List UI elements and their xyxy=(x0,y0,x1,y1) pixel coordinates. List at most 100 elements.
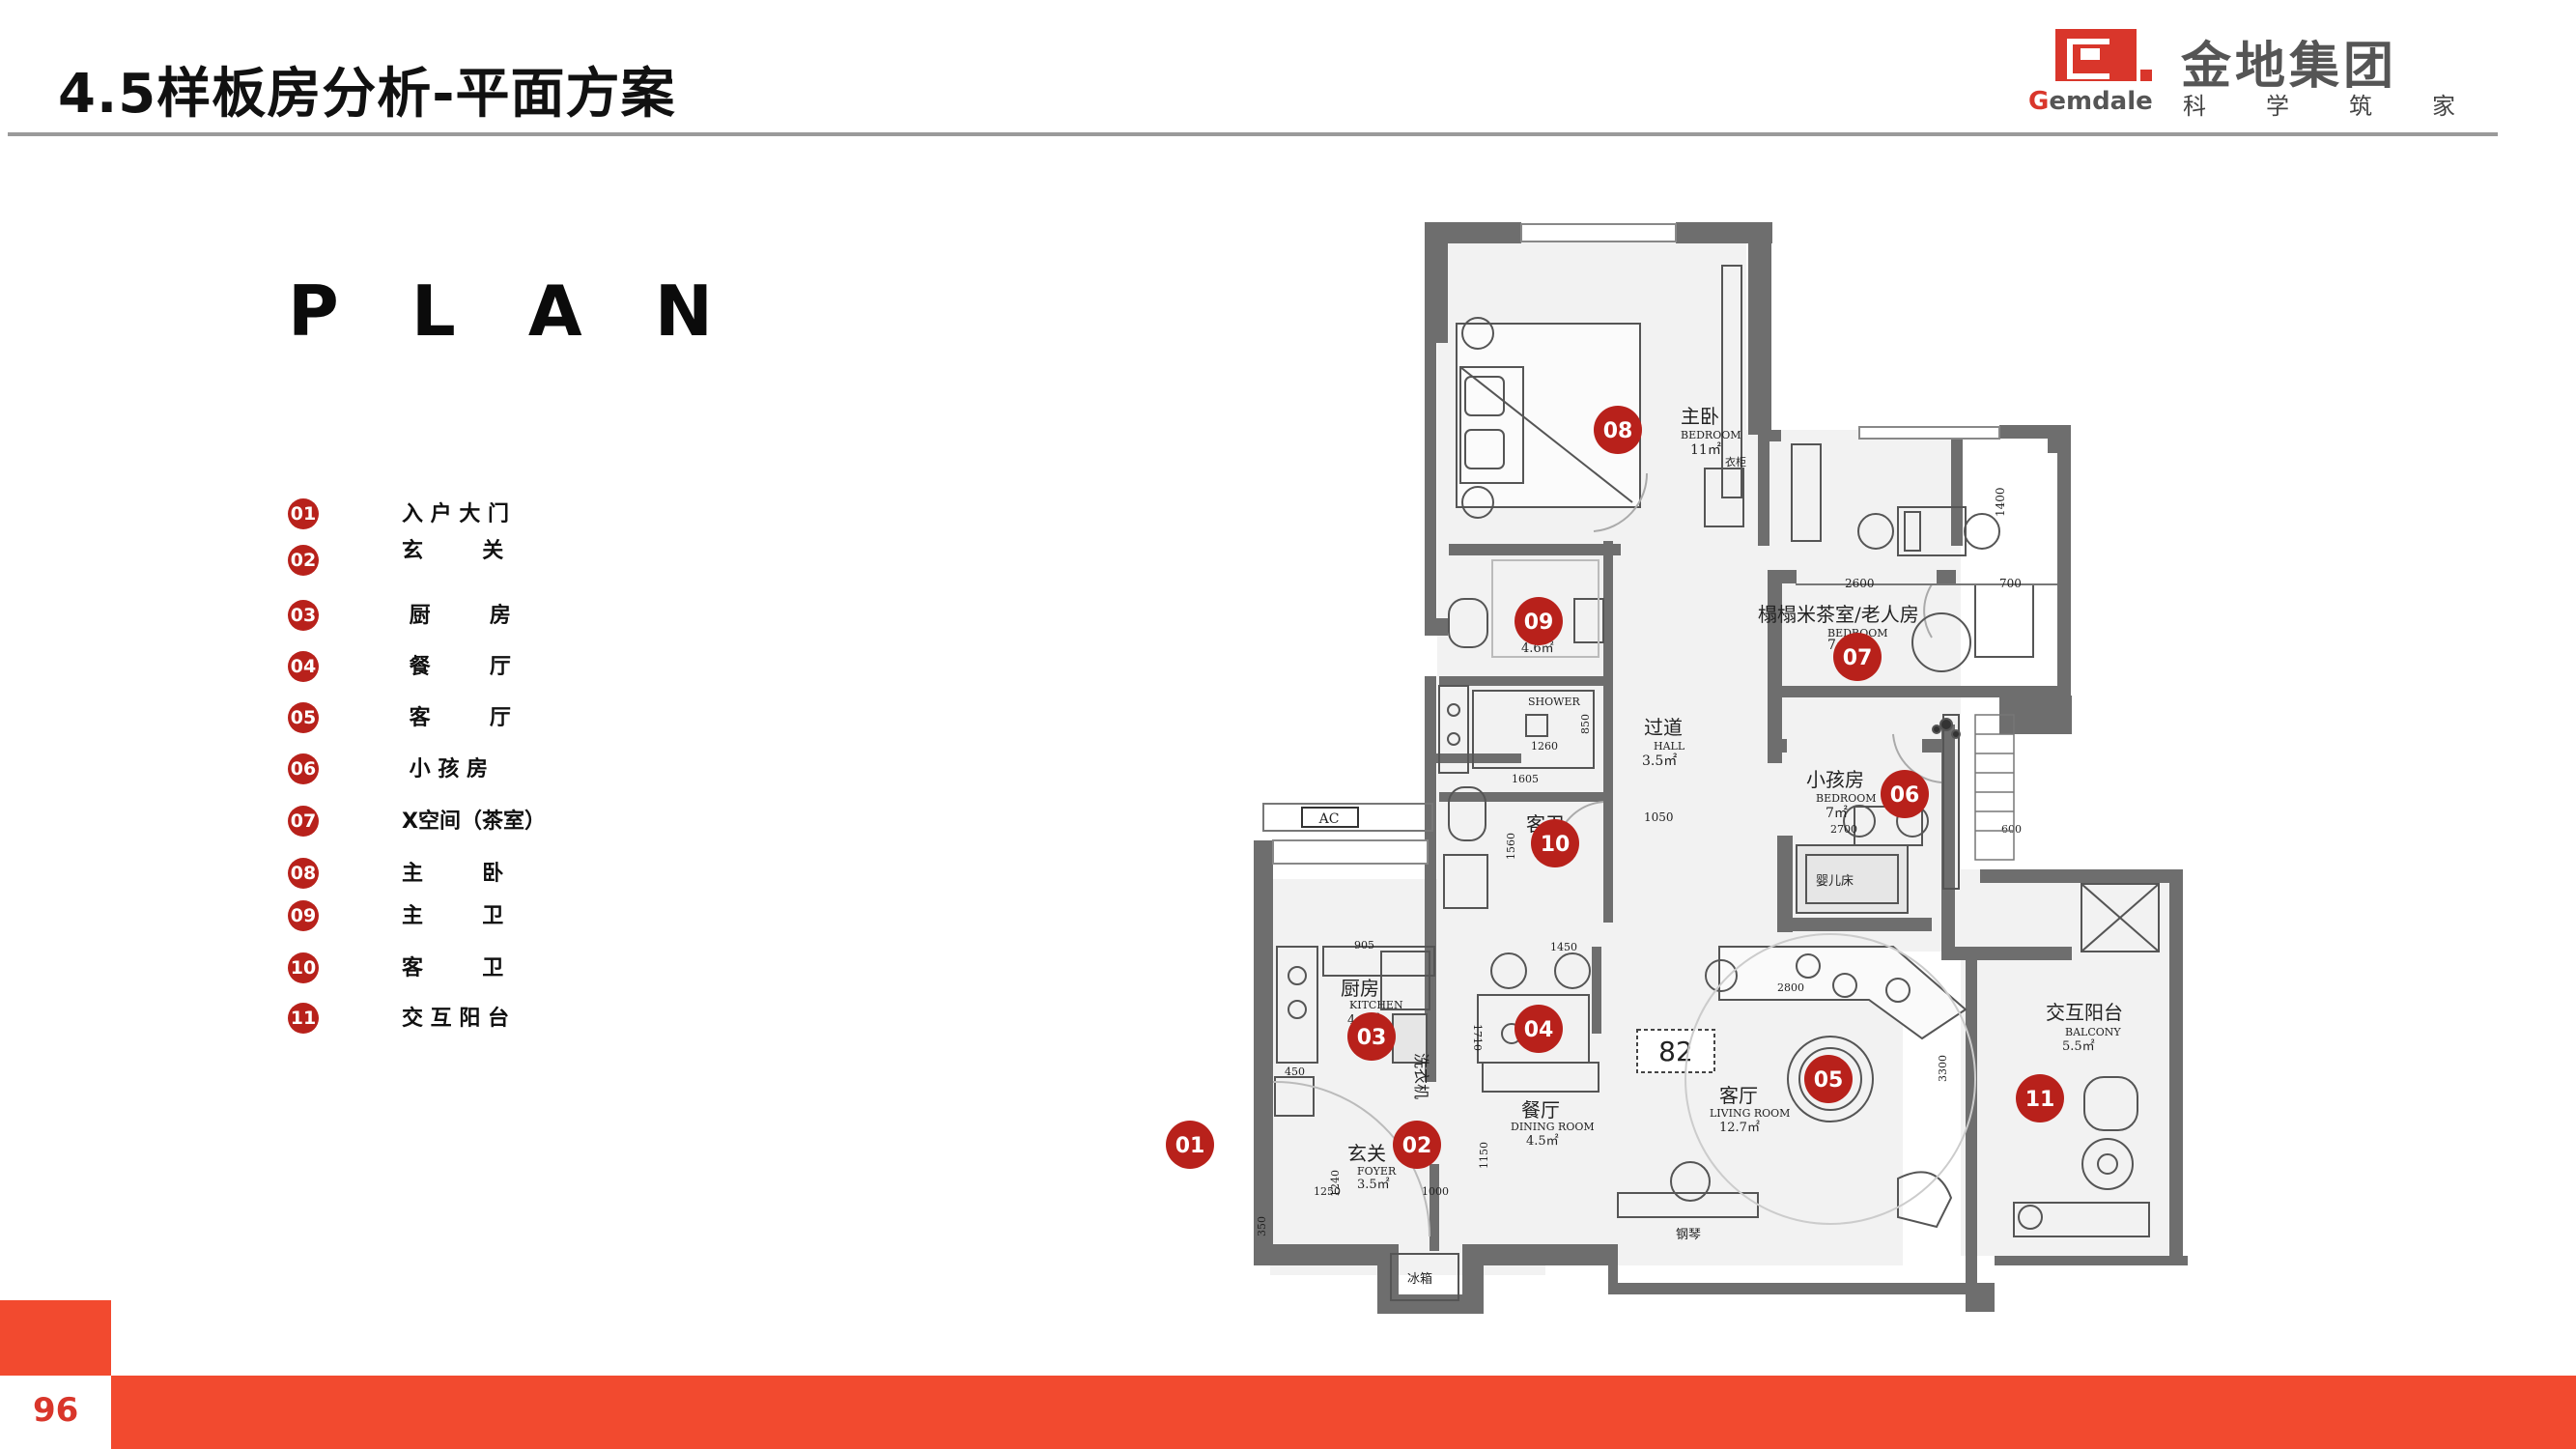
dim-1050: 1050 xyxy=(1644,810,1674,824)
dining-area: 4.5㎡ xyxy=(1526,1134,1559,1149)
dim-1400: 1400 xyxy=(1994,487,2007,517)
footer-accent-bar xyxy=(111,1376,2576,1449)
marker-05: 05 xyxy=(1804,1055,1853,1103)
marker-04-label: 04 xyxy=(1524,1018,1554,1042)
child-room-area: 7㎡ xyxy=(1826,806,1848,821)
plan-heading: P L A N xyxy=(288,270,713,352)
legend-label: 主 卫 xyxy=(402,904,504,928)
child-room-furniture xyxy=(1796,714,1961,914)
dim-600: 600 xyxy=(2001,823,2022,836)
legend-badge: 05 xyxy=(288,702,319,733)
legend-item: 04 餐 厅 xyxy=(288,645,616,684)
wardrobe-label: 衣柜 xyxy=(1725,455,1746,469)
foyer-elements xyxy=(1272,1080,1459,1301)
master-bedroom-name: 主卧 xyxy=(1681,405,1719,428)
marker-04: 04 xyxy=(1514,1005,1563,1053)
company-logo: 金地集团 Gemdale 科 学 筑 家 xyxy=(2026,27,2461,120)
washer-label: 洗衣机 xyxy=(1412,1053,1430,1099)
logo-slogan: 科 学 筑 家 xyxy=(2183,87,2455,121)
ac-unit: AC xyxy=(1262,803,1433,832)
marker-11: 11 xyxy=(2016,1074,2064,1122)
legend-label: 主 卧 xyxy=(402,862,504,886)
logo-slogan-char: 科 xyxy=(2183,93,2206,120)
logo-slogan-char: 学 xyxy=(2266,93,2289,120)
dim-700: 700 xyxy=(1999,577,2022,590)
shower xyxy=(1438,685,1595,774)
foyer-area: 3.5㎡ xyxy=(1357,1178,1390,1192)
plan-letter: P xyxy=(288,270,339,352)
logo-brand-en: Gemdale xyxy=(2028,87,2153,116)
dim-450: 450 xyxy=(1285,1065,1305,1078)
plan-letter: L xyxy=(410,270,456,352)
tea-room-name: 榻榻米茶室/老人房 xyxy=(1758,603,1919,626)
marker-10-label: 10 xyxy=(1541,833,1571,857)
fridge-label: 冰箱 xyxy=(1407,1271,1432,1287)
marker-08: 08 xyxy=(1594,406,1642,454)
legend-label: 客 卫 xyxy=(402,956,504,980)
master-bedroom-area: 11㎡ xyxy=(1690,442,1721,458)
master-bath-fixtures xyxy=(1448,559,1604,658)
logo-brand-en-initial: G xyxy=(2028,87,2050,116)
plan-letter: N xyxy=(654,270,713,352)
legend-label: 厨 房 xyxy=(402,604,511,628)
living-area: 12.7㎡ xyxy=(1719,1121,1760,1135)
plan-letter: A xyxy=(527,270,582,352)
child-room-en: BEDROOM xyxy=(1816,792,1877,805)
tv-cabinet: 82 xyxy=(1636,1029,1715,1073)
legend-badge: 08 xyxy=(288,858,319,889)
right-storage xyxy=(1974,714,2015,861)
legend-item: 07 X空间（茶室） xyxy=(288,800,616,838)
legend-label: X空间（茶室） xyxy=(402,810,546,834)
legend-label: 小 孩 房 xyxy=(402,757,488,781)
legend-label: 玄 关 xyxy=(402,539,504,563)
legend-item: 10 客 卫 xyxy=(288,947,616,985)
dim-1150: 1150 xyxy=(1478,1142,1490,1169)
dining-en: DINING ROOM xyxy=(1511,1121,1595,1133)
child-room-name: 小孩房 xyxy=(1806,768,1864,791)
legend-badge: 11 xyxy=(288,1003,319,1034)
dim-1000: 1000 xyxy=(1422,1185,1449,1198)
dim-1250: 1250 xyxy=(1314,1185,1341,1198)
logo-slogan-char: 筑 xyxy=(2349,93,2372,120)
dim-2800: 2800 xyxy=(1777,981,1804,994)
dim-1560: 1560 xyxy=(1505,833,1517,860)
marker-01: 01 xyxy=(1166,1121,1214,1169)
dim-905: 905 xyxy=(1354,939,1374,952)
legend-label: 餐 厅 xyxy=(402,655,511,679)
legend-badge: 02 xyxy=(288,545,319,576)
dim-2700: 2700 xyxy=(1830,823,1857,836)
marker-03: 03 xyxy=(1347,1012,1396,1061)
logo-dot-icon xyxy=(2140,70,2152,81)
living-name: 客厅 xyxy=(1719,1084,1758,1107)
dim-1710: 1710 xyxy=(1471,1024,1484,1051)
marker-09: 09 xyxy=(1514,597,1563,645)
dim-3300: 3300 xyxy=(1937,1055,1949,1082)
legend-badge: 09 xyxy=(288,900,319,931)
living-en: LIVING ROOM xyxy=(1710,1107,1790,1120)
legend-badge: 10 xyxy=(288,952,319,983)
dining-name: 餐厅 xyxy=(1521,1098,1560,1122)
kitchen-name: 厨房 xyxy=(1341,977,1379,1000)
foyer-en: FOYER xyxy=(1357,1165,1397,1178)
foyer-name: 玄关 xyxy=(1347,1142,1386,1165)
legend-item: 09 主 卫 xyxy=(288,895,616,933)
dim-1260: 1260 xyxy=(1531,740,1558,753)
legend-badge: 07 xyxy=(288,806,319,837)
kitchen-en: KITCHEN xyxy=(1349,999,1403,1011)
tea-room-furniture xyxy=(1791,443,2057,672)
legend-badge: 04 xyxy=(288,651,319,682)
balcony-area: 5.5㎡ xyxy=(2062,1039,2095,1054)
hall-name: 过道 xyxy=(1644,716,1683,739)
logo-brand-en-rest: emdale xyxy=(2049,87,2153,116)
legend-item: 03 厨 房 xyxy=(288,594,616,633)
footer-accent-square xyxy=(0,1300,111,1376)
hall-en: HALL xyxy=(1654,740,1685,753)
marker-09-label: 09 xyxy=(1524,611,1554,635)
room-markers: 01 02 03 04 05 06 07 08 09 10 11 xyxy=(1166,406,2064,1169)
legend-item: 08 主 卧 xyxy=(288,852,616,891)
legend-item: 02 玄 关 xyxy=(288,539,616,578)
marker-08-label: 08 xyxy=(1603,419,1633,443)
balcony-en: BALCONY xyxy=(2065,1026,2121,1038)
logo-mark-icon xyxy=(2055,29,2137,81)
